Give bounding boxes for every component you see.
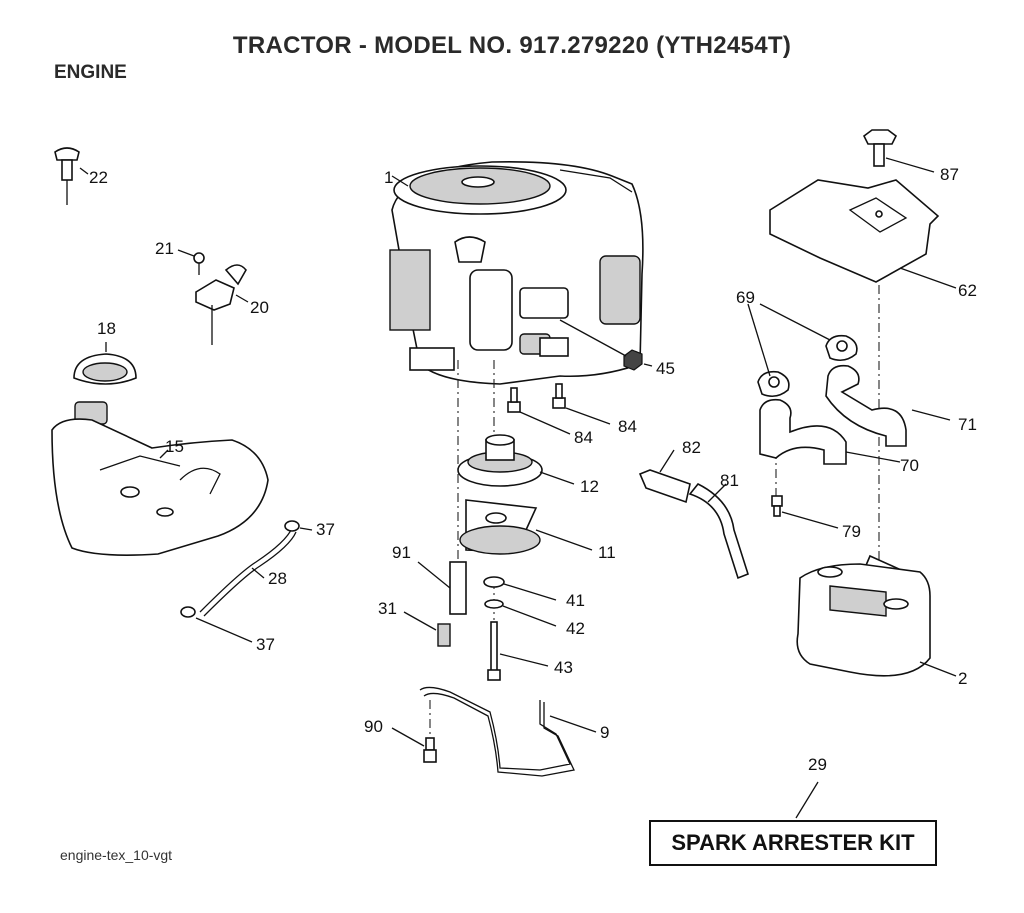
bracket-rod-part (419, 686, 597, 777)
callout-bolt-79: 79 (842, 522, 861, 541)
callout-screw-90: 90 (364, 717, 383, 736)
clutch-part (459, 499, 593, 555)
callout-dipstick: 22 (89, 168, 108, 187)
kit-leader-line (795, 781, 819, 819)
callout-nut-45: 45 (656, 359, 675, 378)
callout-labels: 1 2 9 11 12 15 18 20 21 22 28 31 37 37 4… (89, 165, 977, 774)
section-heading: ENGINE (54, 62, 127, 83)
muffler-part (796, 554, 957, 677)
bolts-84-part (507, 383, 611, 435)
gaskets-part (747, 303, 858, 398)
callout-fuel-cap: 18 (97, 319, 116, 338)
callout-washer-42: 42 (566, 619, 585, 638)
dipstick-part (54, 147, 89, 205)
spark-arrester-kit-label: SPARK ARRESTER KIT (671, 830, 915, 855)
nut-45-part (559, 319, 653, 371)
callout-pulley: 12 (580, 477, 599, 496)
callout-clamp-lower: 37 (256, 635, 275, 654)
fitting-31-part (403, 611, 451, 647)
throttle-control-part (177, 249, 249, 345)
screw-90-part (391, 727, 437, 763)
hose-81-part (688, 482, 749, 580)
heat-shield-part (769, 179, 957, 289)
callout-hose-81: 81 (720, 471, 739, 490)
callout-kit-number: 29 (808, 755, 827, 774)
callout-washer-41: 41 (566, 591, 585, 610)
callout-exhaust-pipe-71: 71 (958, 415, 977, 434)
engine-part (389, 160, 644, 385)
screw-87-part (862, 129, 935, 173)
washers-part (483, 576, 557, 627)
callout-exhaust-pipe-70: 70 (900, 456, 919, 475)
callout-fitting-31: 31 (378, 599, 397, 618)
callout-throttle-control: 20 (250, 298, 269, 317)
bolt-79-part (771, 495, 839, 529)
callout-heat-shield: 62 (958, 281, 977, 300)
page-title: TRACTOR - MODEL NO. 917.279220 (YTH2454T… (232, 32, 792, 59)
callout-fuel-tank: 15 (165, 437, 184, 456)
filter-82-part (638, 449, 691, 504)
callout-screw-21: 21 (155, 239, 174, 258)
callout-clutch: 11 (598, 543, 616, 562)
callout-screw-87: 87 (940, 165, 959, 184)
callout-muffler: 2 (958, 669, 967, 688)
footer-reference: engine-tex_10-vgt (60, 847, 173, 863)
exhaust-pipe-70-part (759, 398, 901, 465)
fuel-cap-part (73, 342, 137, 385)
callout-bracket-rod: 9 (600, 723, 609, 742)
bolt-43-part (487, 621, 549, 681)
callout-filter-82: 82 (682, 438, 701, 457)
callout-clamp-upper: 37 (316, 520, 335, 539)
callout-spacer-91: 91 (392, 543, 411, 562)
exhaust-pipe-71-part (825, 364, 951, 447)
callout-bolt-84-left: 84 (574, 428, 593, 447)
callout-gaskets: 69 (736, 288, 755, 307)
callout-bolt-43: 43 (554, 658, 573, 677)
pulley-part (457, 434, 575, 487)
fuel-line-part (180, 520, 313, 643)
spacer-91-part (417, 561, 467, 615)
spark-arrester-kit-box: SPARK ARRESTER KIT (649, 820, 937, 866)
callout-bolt-84-right: 84 (618, 417, 637, 436)
callout-fuel-line: 28 (268, 569, 287, 588)
fuel-tank-part (51, 401, 269, 556)
callout-engine: 1 (384, 168, 393, 187)
